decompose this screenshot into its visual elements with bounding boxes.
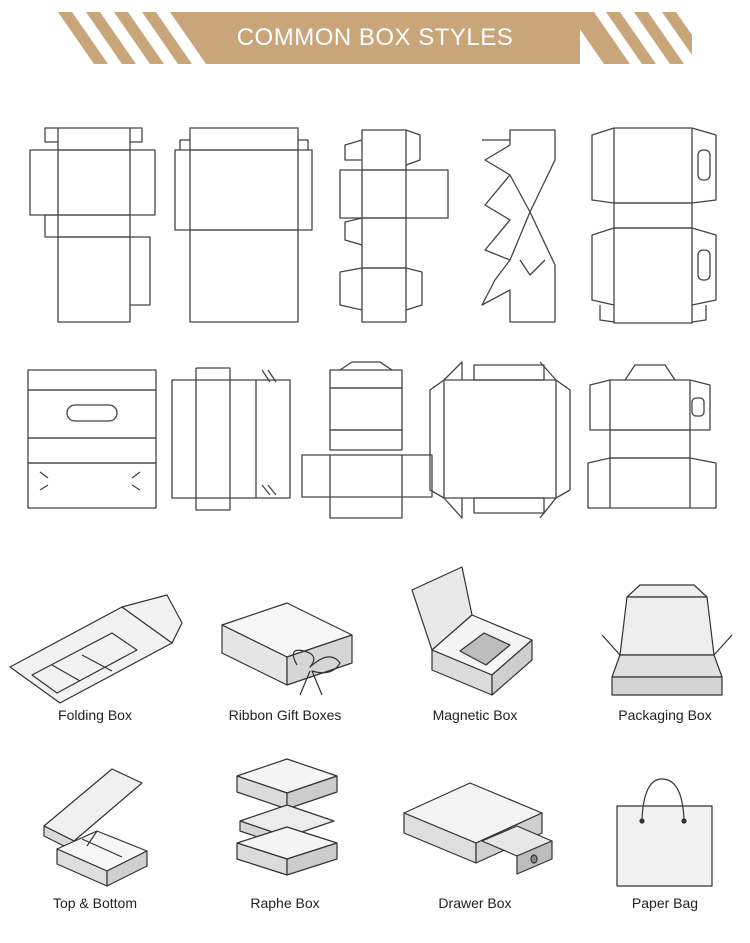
ribbon-gift-box-icon: [221, 602, 353, 696]
dieline-template: [29, 127, 156, 323]
box-style-card[interactable]: Magnetic Box: [382, 555, 568, 733]
box-style-label: Packaging Box: [618, 707, 712, 723]
paper-bag-icon: [616, 778, 713, 887]
box-style-label: Top & Bottom: [52, 895, 138, 911]
dieline-template: [339, 129, 449, 323]
page-title: COMMON BOX STYLES: [236, 24, 514, 51]
dieline-template: [301, 361, 433, 519]
magnetic-box-icon: [411, 566, 533, 696]
raphe-box-icon: [236, 758, 338, 876]
box-style-label: Drawer Box: [438, 895, 512, 911]
box-style-card[interactable]: Top & Bottom: [2, 741, 188, 919]
box-style-label: Magnetic Box: [432, 707, 518, 723]
box-style-label: Ribbon Gift Boxes: [228, 707, 342, 723]
box-style-label: Raphe Box: [250, 895, 320, 911]
dieline-templates: [27, 127, 717, 519]
box-style-card[interactable]: Folding Box: [2, 555, 188, 733]
dieline-template: [171, 367, 291, 511]
dieline-template: [587, 364, 717, 509]
title-banner: COMMON BOX STYLES: [58, 12, 692, 64]
folding-box-icon: [9, 594, 183, 704]
box-style-card[interactable]: Raphe Box: [192, 741, 378, 919]
box-style-card[interactable]: Packaging Box: [572, 555, 750, 733]
dieline-template: [591, 127, 717, 324]
dieline-template: [429, 361, 571, 519]
box-styles-grid: Folding Box Ribbon Gift Boxes Magnetic B…: [0, 555, 750, 943]
box-style-label: Folding Box: [58, 707, 132, 723]
box-style-label: Paper Bag: [631, 895, 699, 911]
dieline-template: [27, 369, 157, 509]
box-style-card[interactable]: Drawer Box: [382, 741, 568, 919]
dieline-template: [481, 129, 556, 323]
drawer-box-icon: [403, 782, 553, 875]
box-style-card[interactable]: Ribbon Gift Boxes: [192, 555, 378, 733]
dieline-template: [174, 127, 313, 323]
box-style-card[interactable]: Paper Bag: [572, 741, 750, 919]
banner-stripes-icon: [58, 12, 692, 64]
top-bottom-box-icon: [43, 768, 148, 887]
packaging-box-icon: [601, 584, 733, 696]
